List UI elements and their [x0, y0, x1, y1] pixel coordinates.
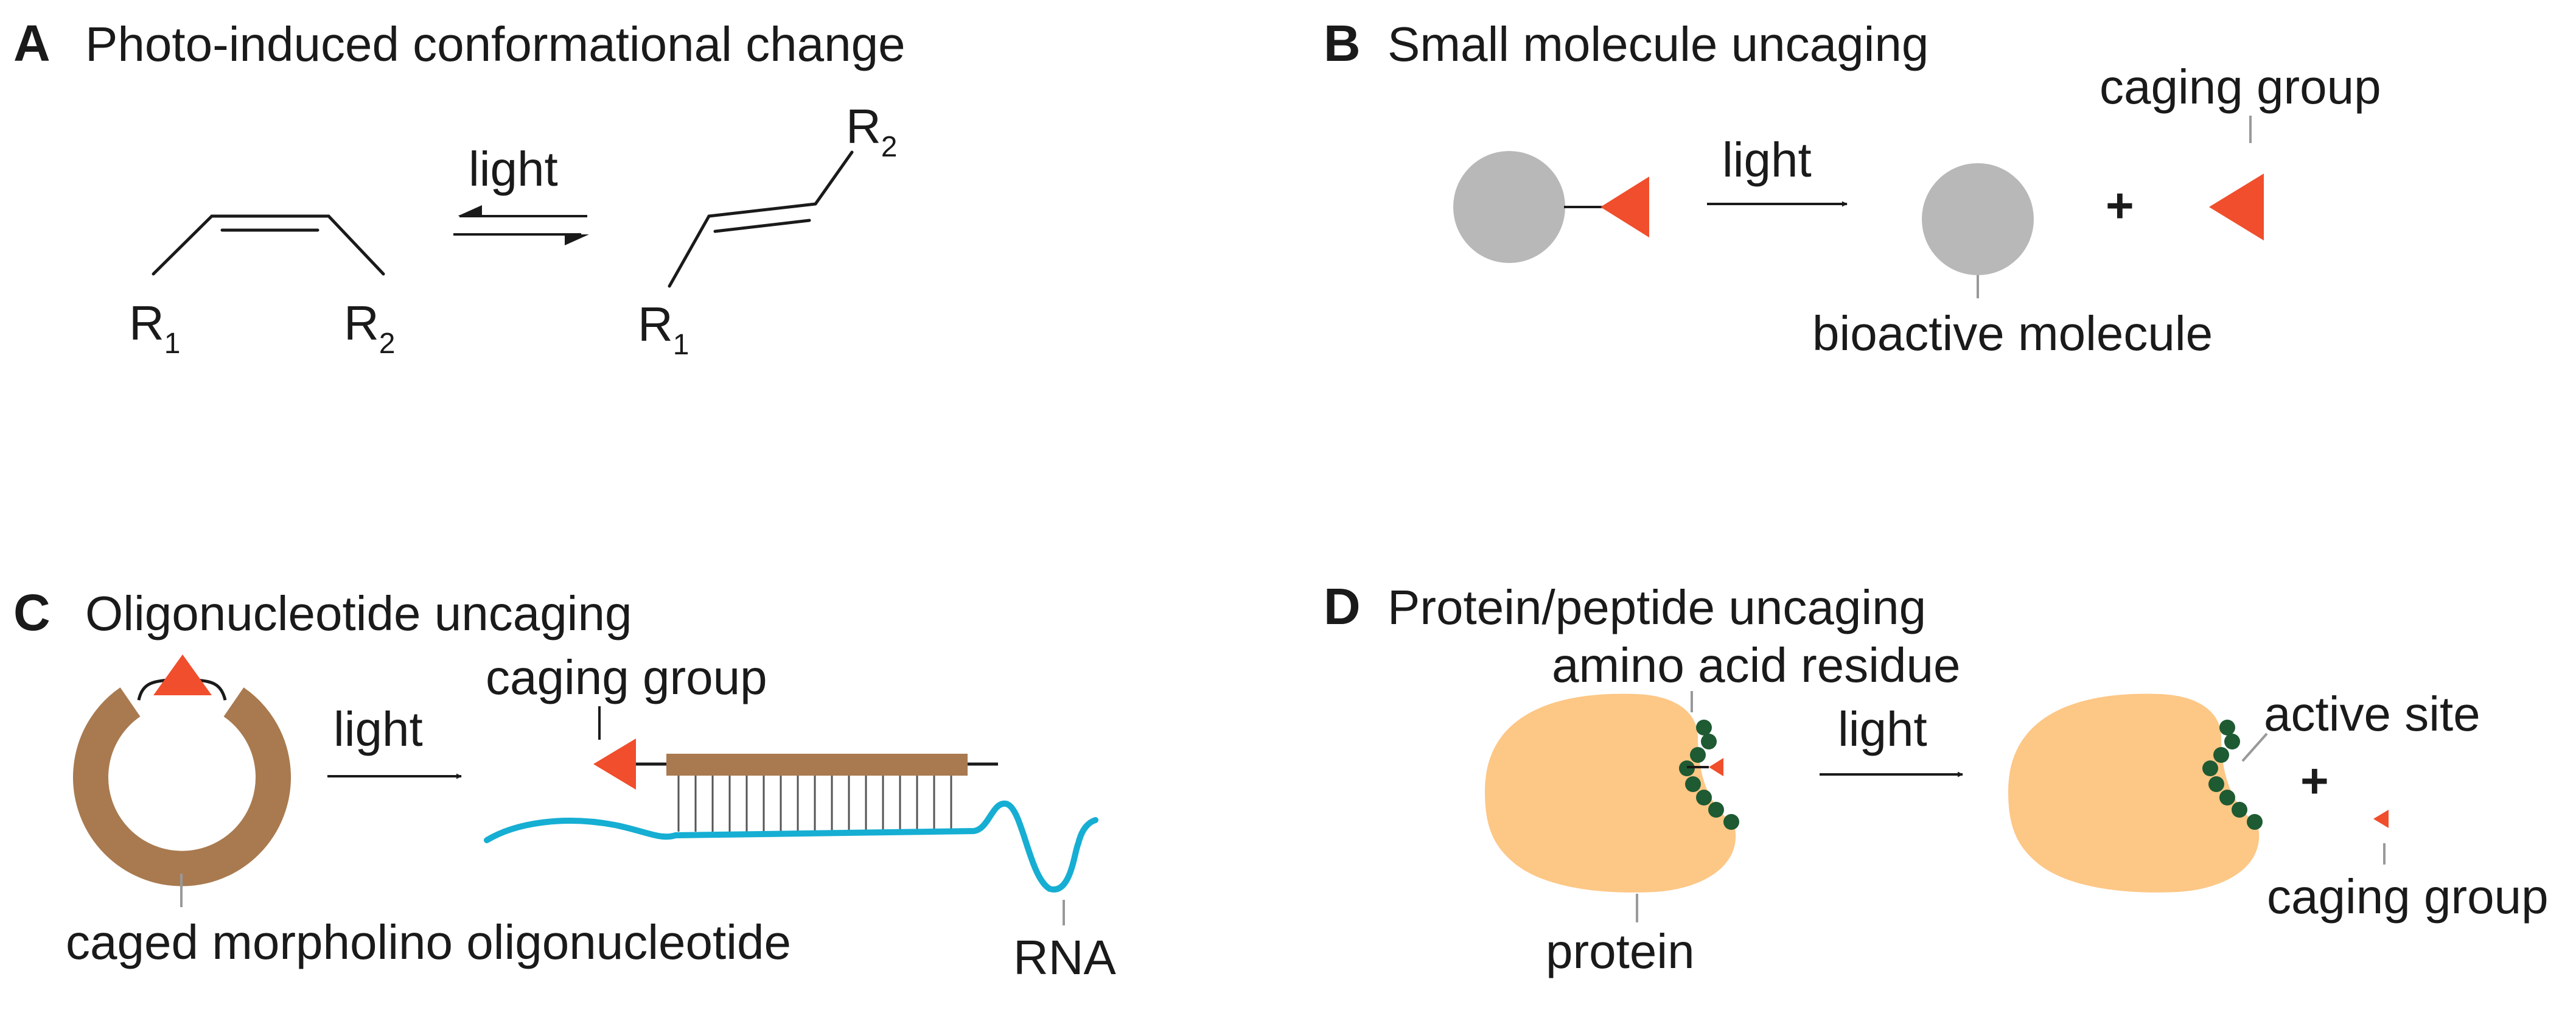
amino-acid-dot — [2219, 790, 2235, 805]
caging-group-on-duplex — [593, 739, 636, 790]
amino-acid-dot — [2224, 734, 2240, 749]
caging-group-on-ring — [153, 654, 212, 695]
amino-acid-dot — [2247, 814, 2263, 830]
active-site-leader-line — [2241, 732, 2268, 762]
panel-a: A Photo-induced conformational change R1… — [13, 15, 906, 361]
caging-group-free — [2209, 174, 2264, 240]
bioactive-molecule-label: bioactive molecule — [1812, 306, 2213, 360]
panel-b-caging-group-label: caging group — [2100, 60, 2381, 114]
active-site-residues — [2202, 720, 2263, 830]
cis-alkene-structure — [152, 214, 385, 276]
panel-d-plus: + — [2300, 754, 2329, 808]
caging-group-on-residue — [1709, 758, 1723, 776]
equilibrium-arrows — [453, 205, 589, 245]
amino-acid-dot — [2219, 720, 2235, 735]
panel-c-title: Oligonucleotide uncaging — [85, 586, 632, 640]
morpholino-ring — [73, 687, 291, 886]
morpholino-label: caged morpholino oligonucleotide — [66, 915, 791, 969]
released-bioactive-molecule — [1922, 163, 2034, 275]
residue-label: amino acid residue — [1552, 638, 1960, 692]
panel-b-letter: B — [1324, 15, 1361, 72]
panel-a-title: Photo-induced conformational change — [85, 17, 906, 71]
caged-bioactive-molecule — [1453, 151, 1565, 263]
amino-acid-dot — [1696, 720, 1712, 735]
amino-acid-dot — [1690, 747, 1706, 763]
panel-b-plus: + — [2106, 178, 2134, 233]
panel-b: B Small molecule uncaging light bioactiv… — [1324, 15, 2381, 360]
trans-alkene-structure — [668, 150, 854, 288]
panel-d-letter: D — [1324, 578, 1361, 635]
amino-acid-dot — [2213, 747, 2229, 763]
caged-protein-body — [1485, 693, 1736, 893]
panel-d-title: Protein/peptide uncaging — [1387, 580, 1926, 634]
rna-label: RNA — [1013, 930, 1117, 984]
cis-r2-label: R2 — [344, 296, 395, 360]
amino-acid-dot — [1696, 790, 1712, 805]
panel-d: D Protein/peptide uncaging amino acid re… — [1324, 578, 2549, 978]
panel-d-caging-group-label: caging group — [2267, 869, 2549, 924]
caging-group-released — [2373, 810, 2389, 828]
active-protein-body — [2008, 693, 2260, 893]
amino-acid-dot — [1701, 734, 1717, 749]
panel-a-light-label: light — [469, 142, 558, 196]
panel-c-light-label: light — [333, 702, 423, 756]
caging-group-attached — [1600, 177, 1649, 237]
trans-r2-label: R2 — [846, 99, 897, 163]
panel-b-title: Small molecule uncaging — [1387, 17, 1929, 71]
panel-b-light-label: light — [1722, 133, 1812, 187]
panel-d-light-label: light — [1838, 702, 1927, 756]
amino-acid-dot — [1685, 776, 1701, 792]
panel-c: C Oligonucleotide uncaging caged morphol… — [13, 584, 1117, 984]
panel-a-letter: A — [13, 15, 51, 72]
cis-r1-label: R1 — [129, 296, 180, 360]
rna-strand — [484, 801, 1098, 893]
amino-acid-dot — [1723, 814, 1739, 830]
amino-acid-dot — [2232, 802, 2247, 818]
panel-c-caging-group-label: caging group — [486, 650, 767, 704]
active-site-label: active site — [2264, 687, 2480, 741]
protein-label: protein — [1546, 924, 1695, 978]
amino-acid-dot — [2208, 776, 2224, 792]
morpholino-strand — [666, 754, 968, 776]
panel-c-letter: C — [13, 584, 51, 641]
trans-r1-label: R1 — [638, 297, 689, 361]
amino-acid-dot — [1708, 802, 1724, 818]
base-pair-ticks — [677, 776, 952, 832]
amino-acid-dot — [2202, 760, 2218, 776]
